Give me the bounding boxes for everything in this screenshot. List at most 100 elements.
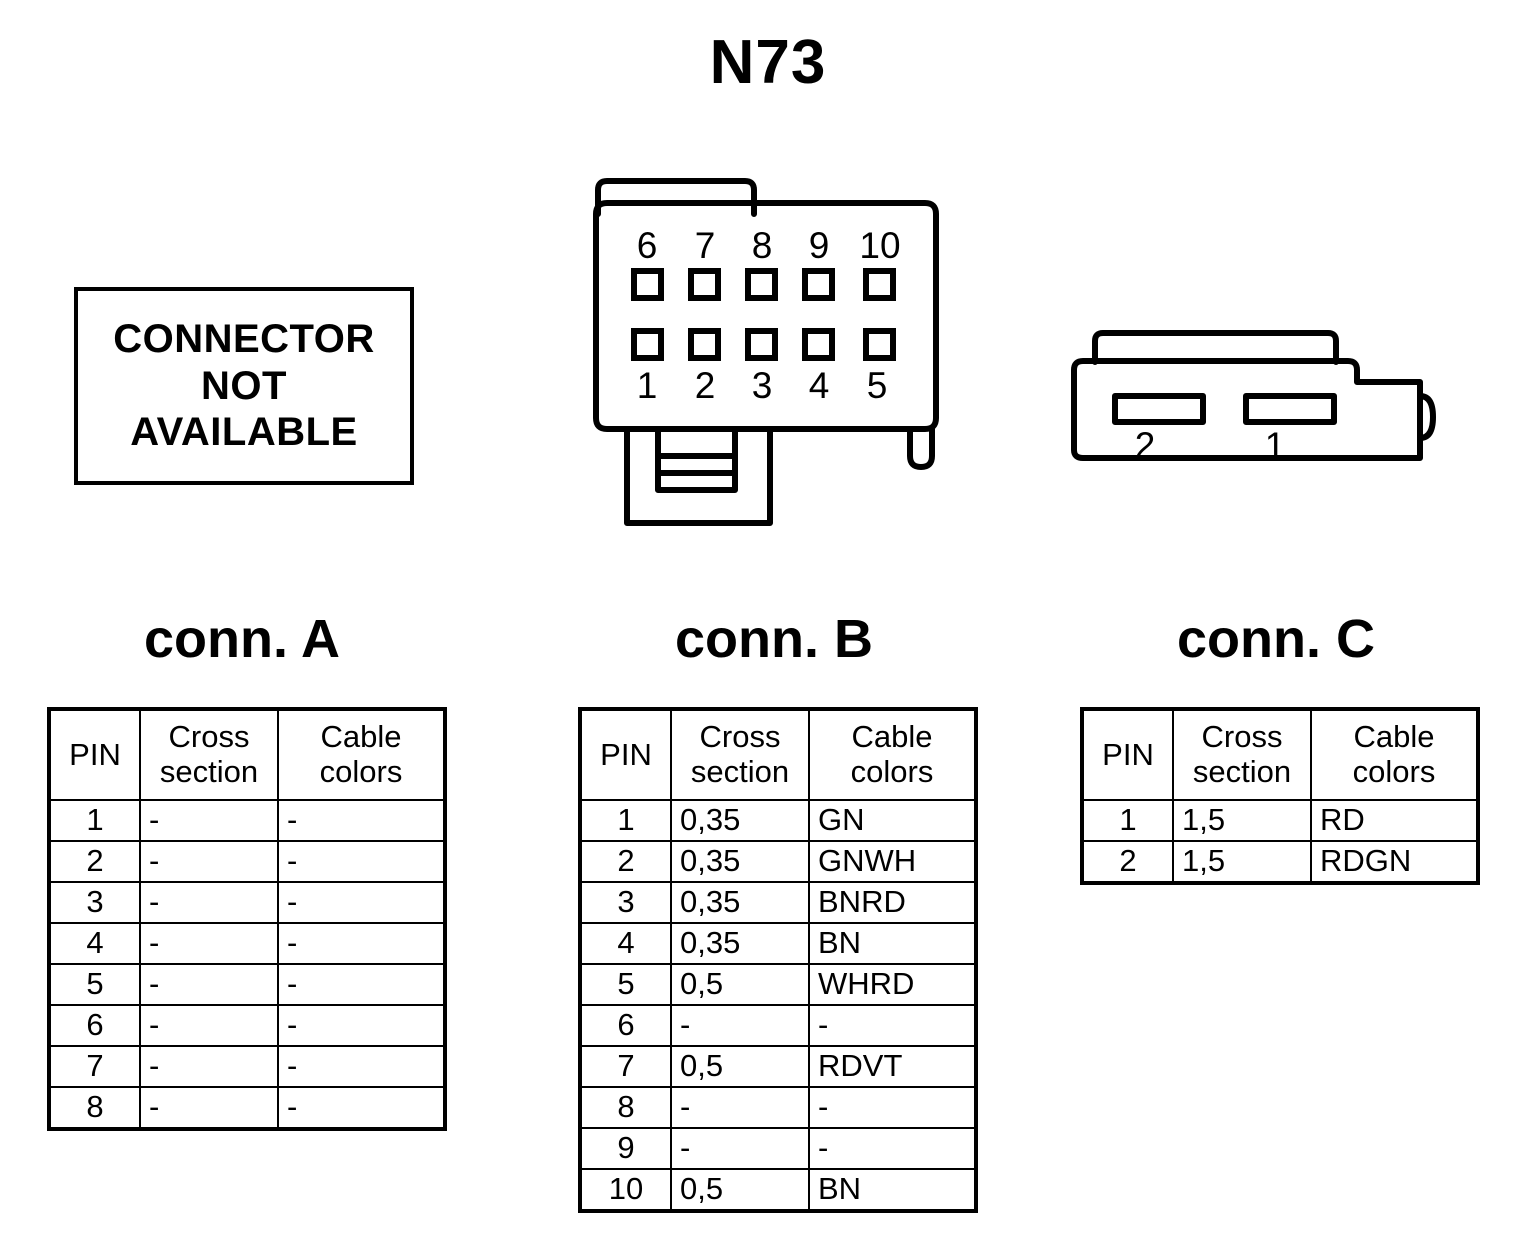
cell-cross-section: - (139, 1045, 279, 1088)
cell-pin: 10 (579, 1168, 672, 1212)
conn-b-label: conn. B (675, 609, 873, 669)
connector-c-top-tab (1092, 330, 1339, 365)
cell-cross-section: - (139, 922, 279, 965)
header-color-line2: colors (1352, 754, 1436, 789)
cell-pin: 2 (1081, 840, 1174, 884)
pin-number-10: 10 (859, 225, 900, 266)
cell-cable-colors: - (277, 922, 446, 965)
pin-number-3: 3 (752, 365, 773, 406)
na-line-2: NOT (201, 363, 287, 408)
cell-cable-colors: RDVT (808, 1045, 977, 1088)
table-row: 1-- (48, 799, 446, 842)
header-pin: PIN (48, 708, 141, 801)
conn-a-table-body: 1--2--3--4--5--6--7--8-- (48, 799, 446, 1130)
cell-pin: 7 (579, 1045, 672, 1088)
header-cross-line1: Cross (168, 719, 250, 755)
table-row: 8-- (48, 1086, 446, 1130)
cell-cross-section: - (139, 799, 279, 842)
cell-cable-colors: - (277, 840, 446, 883)
connector-b-body (593, 200, 939, 432)
cell-cross-section: 0,5 (670, 1168, 810, 1212)
cell-cable-colors: - (277, 1045, 446, 1088)
cell-cross-section: 0,35 (670, 881, 810, 924)
cell-cross-section: - (139, 1004, 279, 1047)
cell-pin: 8 (48, 1086, 141, 1130)
cell-pin: 2 (579, 840, 672, 883)
conn-c-label: conn. C (1177, 609, 1375, 669)
connector-b-bottom-cavities (631, 328, 896, 361)
cavity-8 (745, 268, 778, 301)
cell-cable-colors: - (808, 1086, 977, 1129)
connector-c-body (1071, 358, 1423, 461)
pin-number-1: 1 (1265, 425, 1286, 466)
table-header-row: PIN Cross section Cable colors (579, 708, 977, 801)
na-line-1: CONNECTOR (113, 317, 375, 362)
cell-cable-colors: RDGN (1310, 840, 1479, 884)
cell-cross-section: 1,5 (1172, 799, 1312, 842)
pin-number-5: 5 (867, 365, 888, 406)
header-cross-line2: section (1192, 754, 1292, 789)
cell-cable-colors: BN (808, 922, 977, 965)
table-row: 9-- (579, 1127, 977, 1170)
cell-cable-colors: - (277, 1086, 446, 1130)
cell-cross-section: 0,35 (670, 840, 810, 883)
connector-b-skirt (624, 426, 773, 526)
table-row: 7-- (48, 1045, 446, 1088)
cell-cable-colors: GNWH (808, 840, 977, 883)
cell-pin: 4 (579, 922, 672, 965)
cell-pin: 2 (48, 840, 141, 883)
cell-pin: 6 (48, 1004, 141, 1047)
cell-cross-section: 0,35 (670, 922, 810, 965)
cell-cross-section: 0,5 (670, 1045, 810, 1088)
header-color-line1: Cable (320, 719, 402, 755)
cell-cable-colors: - (277, 1004, 446, 1047)
pin-number-9: 9 (809, 225, 830, 266)
cell-pin: 9 (579, 1127, 672, 1170)
na-line-3: AVAILABLE (130, 410, 358, 455)
header-color-line1: Cable (851, 719, 933, 755)
cell-cable-colors: BNRD (808, 881, 977, 924)
conn-a-pin-table: PIN Cross section Cable colors 1--2--3--… (47, 707, 447, 1131)
connector-b-top-pin-numbers: 6 7 8 9 10 (637, 225, 901, 266)
cavity-2 (688, 328, 721, 361)
table-row: 6-- (579, 1004, 977, 1047)
connector-b-top-cavities (631, 268, 896, 301)
pin-number-7: 7 (695, 225, 716, 266)
cavity-9 (802, 268, 835, 301)
connector-c-drawing: 2 1 (1071, 330, 1436, 466)
header-cross-section: Cross section (1172, 708, 1312, 801)
pin-number-1: 1 (637, 365, 658, 406)
table-row: 4-- (48, 922, 446, 965)
connector-b-lock-finger (907, 426, 935, 470)
cell-cross-section: - (139, 1086, 279, 1130)
cell-cable-colors: - (277, 881, 446, 924)
cell-pin: 3 (48, 881, 141, 924)
connector-not-available-box: CONNECTOR NOT AVAILABLE (74, 287, 414, 485)
cell-cable-colors: GN (808, 799, 977, 842)
header-pin: PIN (1081, 708, 1174, 801)
pin-number-2: 2 (695, 365, 716, 406)
conn-c-table-header: PIN Cross section Cable colors (1081, 708, 1479, 801)
cell-cable-colors: WHRD (808, 963, 977, 1006)
header-cross-line2: section (690, 754, 790, 789)
conn-b-table-header: PIN Cross section Cable colors (579, 708, 977, 801)
conn-a-label: conn. A (144, 609, 340, 669)
cell-cross-section: - (139, 840, 279, 883)
table-header-row: PIN Cross section Cable colors (1081, 708, 1479, 801)
cell-pin: 1 (48, 799, 141, 842)
connector-b-bottom-pin-numbers: 1 2 3 4 5 (637, 365, 888, 406)
header-cross-section: Cross section (139, 708, 279, 801)
header-cross-line1: Cross (1201, 719, 1283, 755)
cell-cross-section: - (139, 963, 279, 1006)
table-row: 3-- (48, 881, 446, 924)
cavity-2 (1112, 393, 1206, 425)
